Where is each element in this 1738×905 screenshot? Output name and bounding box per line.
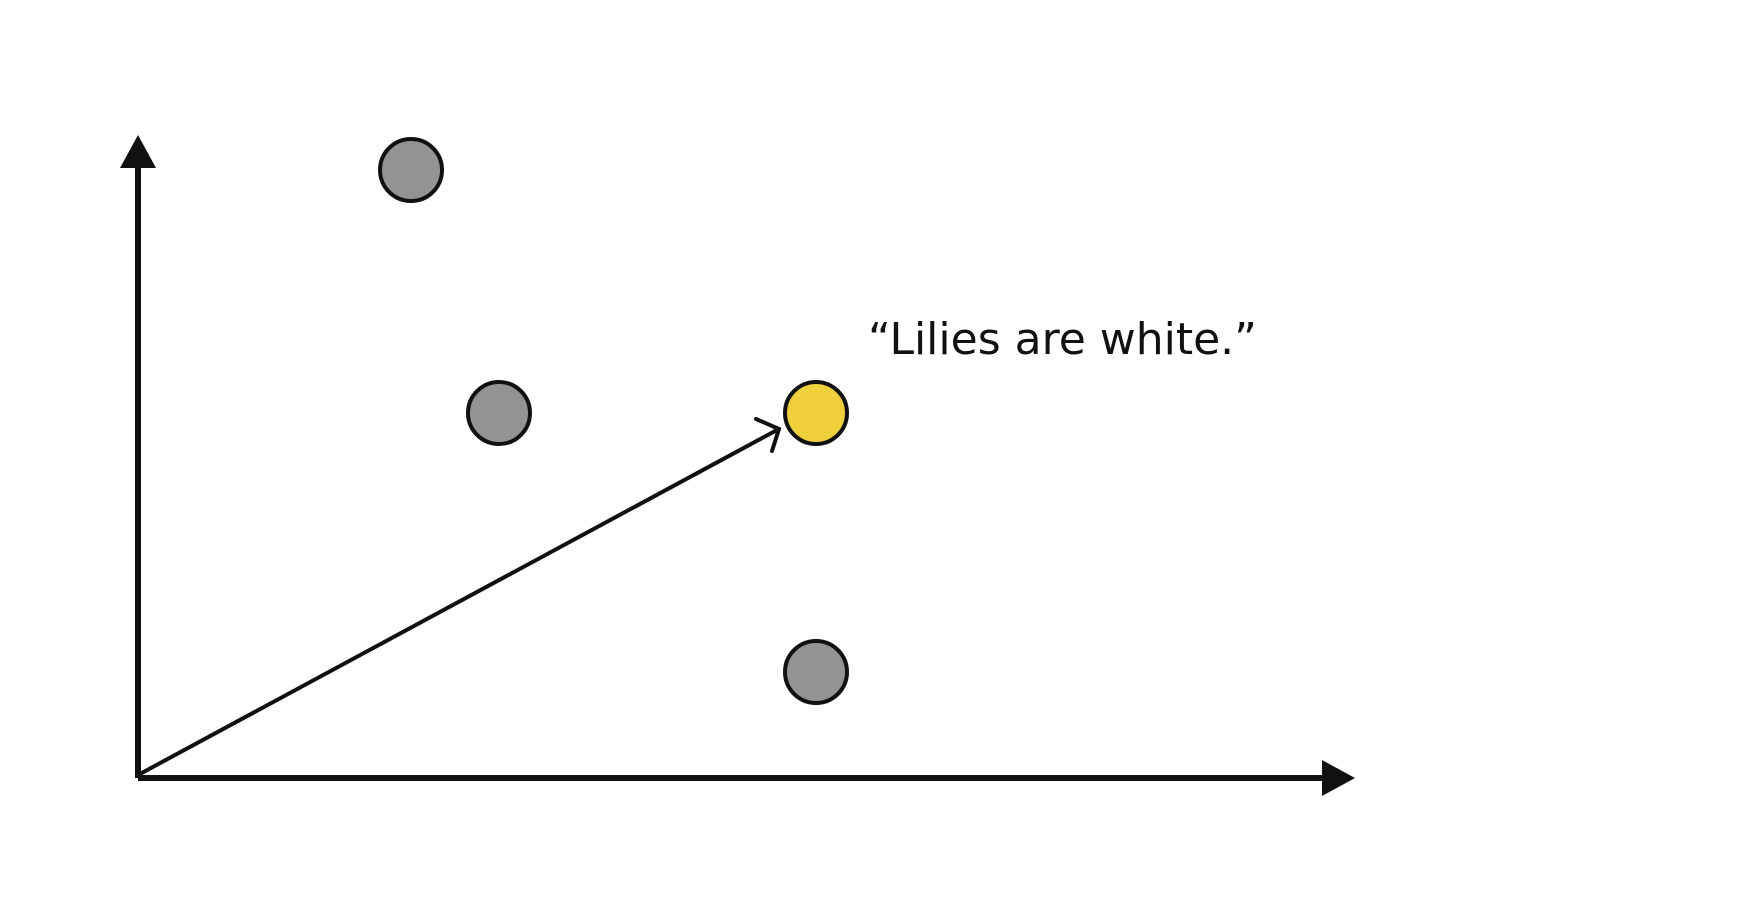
point-gray-middle — [466, 380, 532, 446]
axes — [135, 160, 1330, 781]
vector-arrowhead — [754, 417, 782, 453]
point-gray-bottom — [783, 639, 849, 705]
y-axis-arrowhead — [120, 135, 156, 168]
x-axis-arrowhead — [1322, 760, 1355, 796]
point-gray-top — [378, 137, 444, 203]
highlighted-point-label: “Lilies are white.” — [868, 314, 1257, 365]
vector-arrow — [136, 417, 782, 777]
vector-shaft — [136, 428, 779, 777]
point-highlighted — [783, 380, 849, 446]
